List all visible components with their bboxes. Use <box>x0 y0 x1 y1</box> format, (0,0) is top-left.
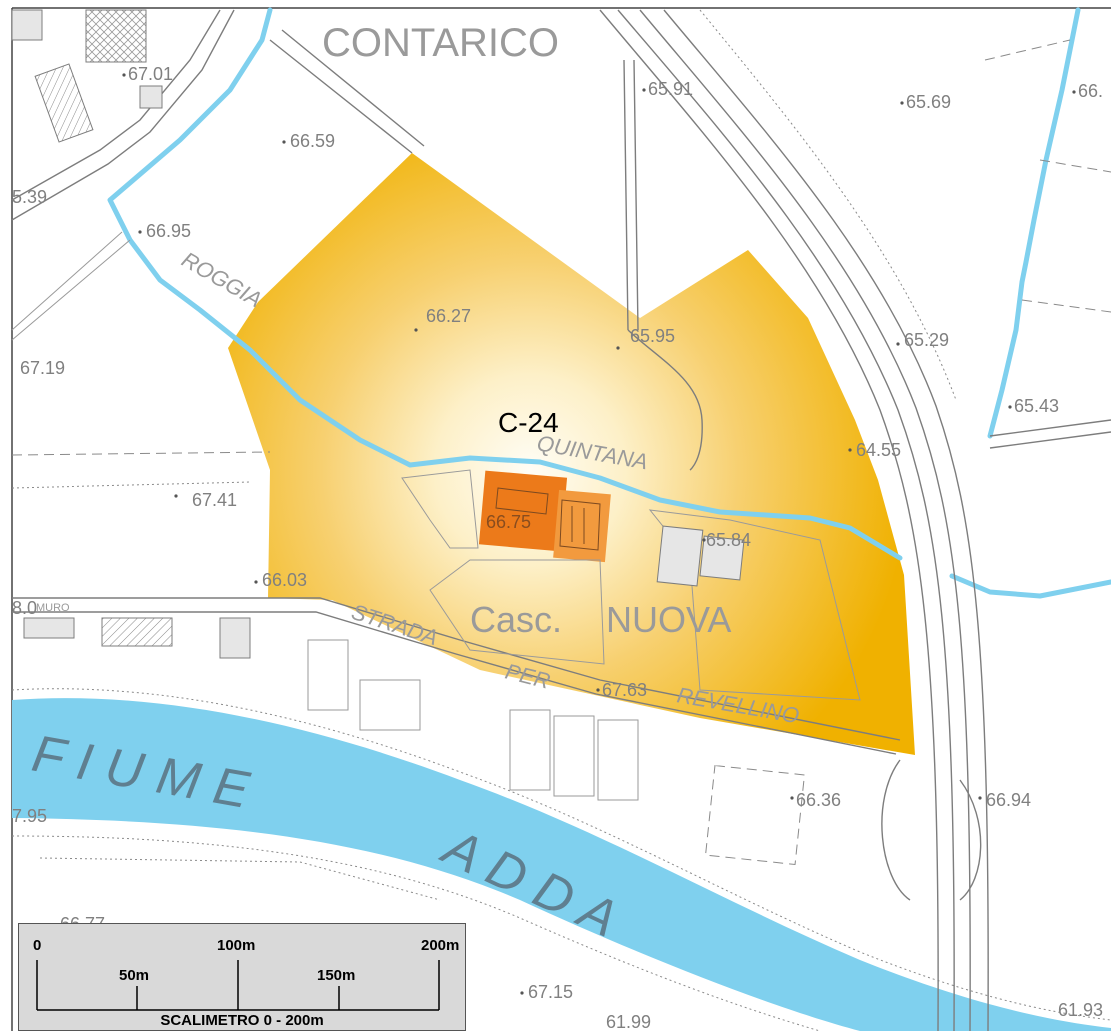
elevation-label: 66.03 <box>262 570 307 590</box>
elevation-points: 67.01 66.59 65.91 65.69 66. 5.39 66.95 6… <box>12 64 1103 1031</box>
elevation-label: 65.43 <box>1014 396 1059 416</box>
road-diagonal-west-b <box>11 9 235 221</box>
field-boundary-1 <box>11 451 271 456</box>
elevation-label: 64.55 <box>856 440 901 460</box>
building-nw-2 <box>85 9 147 63</box>
canal-northeast <box>987 7 1081 439</box>
place-contarico: CONTARICO <box>322 21 559 65</box>
square-plot-se <box>704 764 806 866</box>
hotspot-outline <box>495 487 601 551</box>
scale-bar-title: SCALIMETRO 0 - 200m <box>160 1012 324 1029</box>
field-boundary-4 <box>984 39 1071 61</box>
elevation-label: 65.84 <box>706 530 751 550</box>
elevation-label: 66.59 <box>290 131 335 151</box>
river-adda <box>12 698 1111 1031</box>
farm-building-east <box>656 525 704 587</box>
scale-bar: 0 50m 100m 150m 200m SCALIMETRO 0 - 200m <box>18 923 466 1031</box>
road-loop <box>627 329 703 471</box>
place-nuova: NUOVA <box>606 599 731 640</box>
farm-plot-outline <box>401 469 605 665</box>
hotspot-building-annex <box>553 489 611 563</box>
road-north-west <box>269 29 425 154</box>
road-diagonal-west <box>11 9 221 201</box>
field-boundary-2 <box>1039 159 1111 173</box>
elevation-label: 67.41 <box>192 490 237 510</box>
scale-label-0: 0 <box>33 937 41 954</box>
parking-1 <box>509 709 551 791</box>
elevation-label: 67.15 <box>528 982 573 1002</box>
motorway-east-edge <box>663 9 989 1031</box>
elevation-label: 7.95 <box>12 806 47 826</box>
building-nw-3 <box>139 85 163 109</box>
elevation-label: 61.93 <box>1058 1000 1103 1020</box>
elevation-label: 67.01 <box>128 64 173 84</box>
scale-label-100: 100m <box>217 937 255 954</box>
scale-label-50: 50m <box>119 967 149 984</box>
elevation-label: 66.27 <box>426 306 471 326</box>
impact-zone-polygon <box>228 153 915 755</box>
elevation-label: 66.95 <box>146 221 191 241</box>
elevation-label: 65.95 <box>630 326 675 346</box>
scale-label-200: 200m <box>421 937 459 954</box>
parking-3 <box>597 719 639 801</box>
road-strada-revellino-b <box>12 611 897 755</box>
parking-2 <box>553 715 595 797</box>
map-frame <box>11 7 1111 1031</box>
zone-label: C-24 <box>498 407 559 438</box>
elevation-label: 8.0 <box>12 598 37 618</box>
elevation-label: 65.91 <box>648 79 693 99</box>
building-nw-1 <box>34 63 94 143</box>
elevation-label: 5.39 <box>12 187 47 207</box>
interchange-loop <box>881 759 982 901</box>
elevation-label: 67.19 <box>20 358 65 378</box>
elevation-label: 66.94 <box>986 790 1031 810</box>
elevation-label: 66.75 <box>486 512 531 532</box>
elevation-label: 65.29 <box>904 330 949 350</box>
sports-field-1 <box>307 639 349 711</box>
road-strada-revellino <box>12 597 901 741</box>
building-nw-4 <box>11 9 43 41</box>
place-casc: Casc. <box>470 599 562 640</box>
road-west-lower <box>11 231 131 341</box>
elevation-label: 61.99 <box>606 1012 651 1031</box>
road-vertical-1 <box>623 59 639 331</box>
place-muro: MURO <box>36 602 70 614</box>
scale-bar-graphic: 0 50m 100m 150m 200m <box>33 937 459 1011</box>
elevation-label: 67.63 <box>602 680 647 700</box>
road-east-cross <box>989 419 1111 449</box>
elevation-label: 66.36 <box>796 790 841 810</box>
scale-label-150: 150m <box>317 967 355 984</box>
building-w-2 <box>101 617 173 647</box>
motorway-mid-1 <box>617 9 955 1031</box>
elevation-label: 65.69 <box>906 92 951 112</box>
river-bank-north <box>11 688 1111 1021</box>
riverside-wall <box>39 857 441 901</box>
canal-east-branch <box>949 573 1111 599</box>
sports-field-2 <box>359 679 421 731</box>
elevation-label: 66. <box>1078 81 1103 101</box>
canal-roggia-quintana <box>107 7 903 561</box>
building-w-3 <box>219 617 251 659</box>
motorway-mid-2 <box>639 9 971 1031</box>
motorway-west-edge <box>599 9 939 1031</box>
farm-building-east-2 <box>699 535 745 581</box>
building-w-1 <box>23 617 75 639</box>
river-bank-south <box>11 835 821 1031</box>
